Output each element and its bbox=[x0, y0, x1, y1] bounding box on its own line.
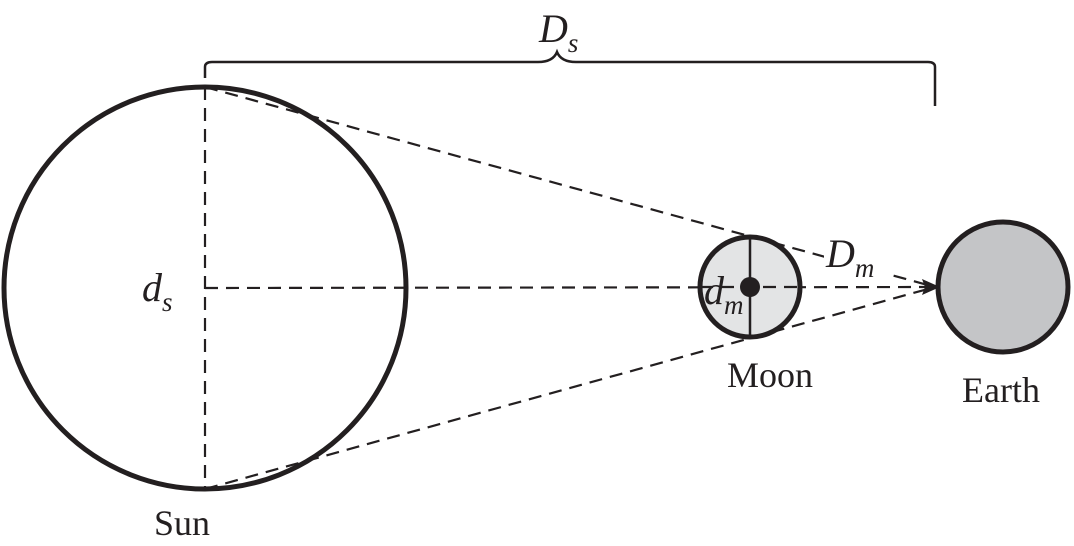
moon-distance-label: Dm bbox=[825, 231, 874, 283]
earth-circle bbox=[935, 219, 1071, 355]
moon-diameter-sub: m bbox=[724, 290, 744, 320]
sun-label: Sun bbox=[154, 503, 210, 543]
center-line bbox=[204, 285, 936, 290]
sun-diameter-label: ds bbox=[142, 265, 173, 317]
sun-diameter-sub: s bbox=[162, 287, 173, 317]
sun-diameter-main: d bbox=[142, 265, 163, 310]
sun-distance-main: D bbox=[538, 6, 568, 51]
moon-center-dot bbox=[740, 277, 760, 297]
moon-distance-main: D bbox=[825, 231, 855, 276]
moon-diameter-main: d bbox=[704, 268, 725, 313]
sun-distance-bracket bbox=[203, 48, 937, 106]
moon-label: Moon bbox=[727, 355, 813, 395]
moon-distance-label-bg bbox=[824, 240, 888, 278]
lower-tangent-line bbox=[204, 285, 936, 491]
sun-distance-label: Ds bbox=[538, 6, 578, 58]
sun-distance-sub: s bbox=[568, 28, 579, 58]
earth-label: Earth bbox=[962, 370, 1040, 410]
moon-distance-sub: m bbox=[855, 253, 875, 283]
upper-tangent-line bbox=[204, 85, 936, 289]
moon-diameter-label: dm bbox=[704, 268, 744, 320]
arrowhead-icon bbox=[922, 279, 940, 295]
